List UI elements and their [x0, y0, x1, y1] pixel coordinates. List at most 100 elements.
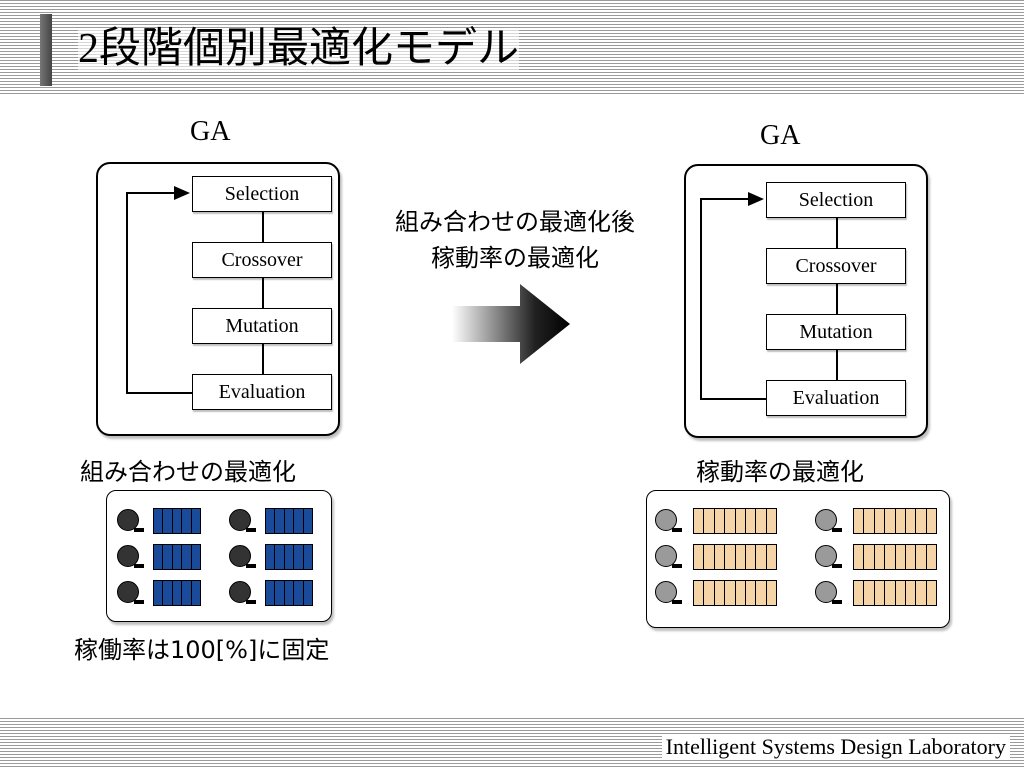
right-population-panel: [646, 490, 950, 628]
gene-cell: [294, 581, 304, 605]
gene-cell: [916, 545, 927, 569]
gene-cell: [906, 545, 917, 569]
individual-node: [655, 509, 682, 532]
gene-cell: [275, 545, 285, 569]
gene-cell: [746, 509, 757, 533]
gene-cell: [864, 509, 875, 533]
gene-cell: [746, 545, 757, 569]
left-connector: [262, 278, 264, 308]
right-step-selection: Selection: [766, 182, 906, 218]
gene-cell: [916, 581, 927, 605]
gene-cell: [756, 509, 767, 533]
left-step-crossover: Crossover: [192, 242, 332, 278]
chromosome-bar: [153, 508, 201, 534]
chromosome-bar: [153, 580, 201, 606]
right-connector: [836, 284, 838, 314]
chromosome-bar: [265, 508, 313, 534]
gene-cell: [885, 581, 896, 605]
footer-text: Intelligent Systems Design Laboratory: [661, 734, 1010, 760]
gene-cell: [192, 509, 200, 533]
right-connector: [836, 218, 838, 248]
transition-arrow: [452, 284, 570, 364]
gene-cell: [756, 581, 767, 605]
transition-label: 組み合わせの最適化後 稼動率の最適化: [360, 204, 670, 276]
gene-cell: [736, 509, 746, 533]
left-note: 稼働率は100[%]に固定: [74, 636, 330, 664]
gene-cell: [192, 545, 200, 569]
individual-node: [229, 581, 256, 604]
gene-cell: [896, 581, 906, 605]
gene-cell: [715, 545, 726, 569]
gene-cell: [896, 545, 906, 569]
gene-cell: [694, 545, 705, 569]
gene-cell: [885, 545, 896, 569]
left-loop-arrowhead: [174, 186, 190, 200]
individual-node: [229, 509, 256, 532]
gene-cell: [875, 509, 886, 533]
gene-cell: [927, 545, 936, 569]
gene-cell: [854, 545, 865, 569]
gene-cell: [906, 581, 917, 605]
gene-cell: [294, 509, 304, 533]
gene-cell: [192, 581, 200, 605]
chromosome-bar: [265, 544, 313, 570]
gene-cell: [767, 581, 776, 605]
right-loop-arrowhead: [748, 192, 764, 206]
gene-cell: [715, 581, 726, 605]
left-caption: 組み合わせの最適化: [80, 458, 296, 486]
left-connector: [262, 212, 264, 242]
left-loop-vertical: [126, 192, 128, 393]
gene-cell: [704, 545, 715, 569]
gene-cell: [304, 509, 312, 533]
individual-node: [815, 581, 842, 604]
gene-cell: [163, 581, 173, 605]
gene-cell: [294, 545, 304, 569]
gene-cell: [173, 545, 183, 569]
right-step-mutation: Mutation: [766, 314, 906, 350]
gene-cell: [266, 581, 276, 605]
gene-cell: [916, 509, 927, 533]
individual-node: [229, 545, 256, 568]
gene-cell: [266, 545, 276, 569]
gene-cell: [694, 581, 705, 605]
gene-cell: [266, 509, 276, 533]
chromosome-bar: [693, 508, 777, 534]
gene-cell: [725, 581, 736, 605]
gene-cell: [736, 545, 746, 569]
right-loop-vertical: [700, 198, 702, 399]
gene-cell: [746, 581, 757, 605]
chromosome-bar: [153, 544, 201, 570]
right-loop-bottom: [700, 398, 766, 400]
right-step-evaluation: Evaluation: [766, 380, 906, 416]
individual-node: [655, 581, 682, 604]
gene-cell: [694, 509, 705, 533]
gene-cell: [854, 509, 865, 533]
gene-cell: [182, 581, 192, 605]
gene-cell: [896, 509, 906, 533]
left-population-panel: [106, 490, 332, 622]
gene-cell: [704, 509, 715, 533]
left-loop-top: [126, 192, 176, 194]
gene-cell: [875, 581, 886, 605]
individual-node: [117, 581, 144, 604]
gene-cell: [173, 581, 183, 605]
gene-cell: [864, 545, 875, 569]
slide-title: 2段階個別最適化モデル: [78, 26, 520, 72]
left-step-selection: Selection: [192, 176, 332, 212]
right-connector: [836, 350, 838, 380]
gene-cell: [285, 509, 295, 533]
chromosome-bar: [693, 580, 777, 606]
gene-cell: [275, 509, 285, 533]
gene-cell: [182, 545, 192, 569]
individual-node: [655, 545, 682, 568]
right-loop-top: [700, 198, 750, 200]
left-connector: [262, 344, 264, 374]
gene-cell: [704, 581, 715, 605]
right-caption: 稼動率の最適化: [696, 458, 864, 486]
gene-cell: [154, 509, 164, 533]
gene-cell: [182, 509, 192, 533]
gene-cell: [173, 509, 183, 533]
gene-cell: [285, 545, 295, 569]
left-ga-heading: GA: [190, 116, 231, 147]
right-ga-panel: Selection Crossover Mutation Evaluation: [684, 164, 928, 438]
